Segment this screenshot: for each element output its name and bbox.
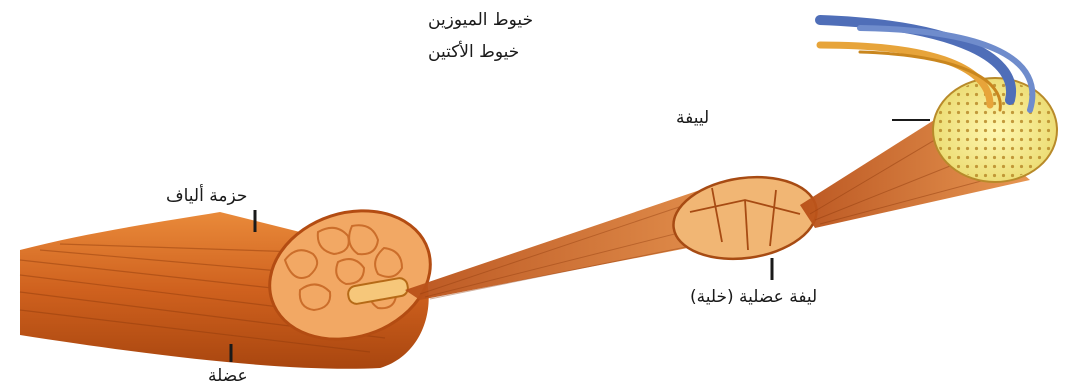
label-actin-filaments: خيوط الأكتين <box>428 42 519 62</box>
label-muscle: عضلة <box>208 366 248 386</box>
muscle-fiber-bundle <box>668 168 822 267</box>
myofibril-face <box>933 78 1057 182</box>
label-muscle-fiber: ليفة عضلية (خلية) <box>690 287 817 307</box>
label-fiber-bundle: حزمة ألياف <box>166 186 247 206</box>
label-myosin-filaments: خيوط الميوزين <box>428 10 533 30</box>
muscle-body <box>20 191 447 369</box>
label-myofibril: لييفة <box>676 108 709 128</box>
